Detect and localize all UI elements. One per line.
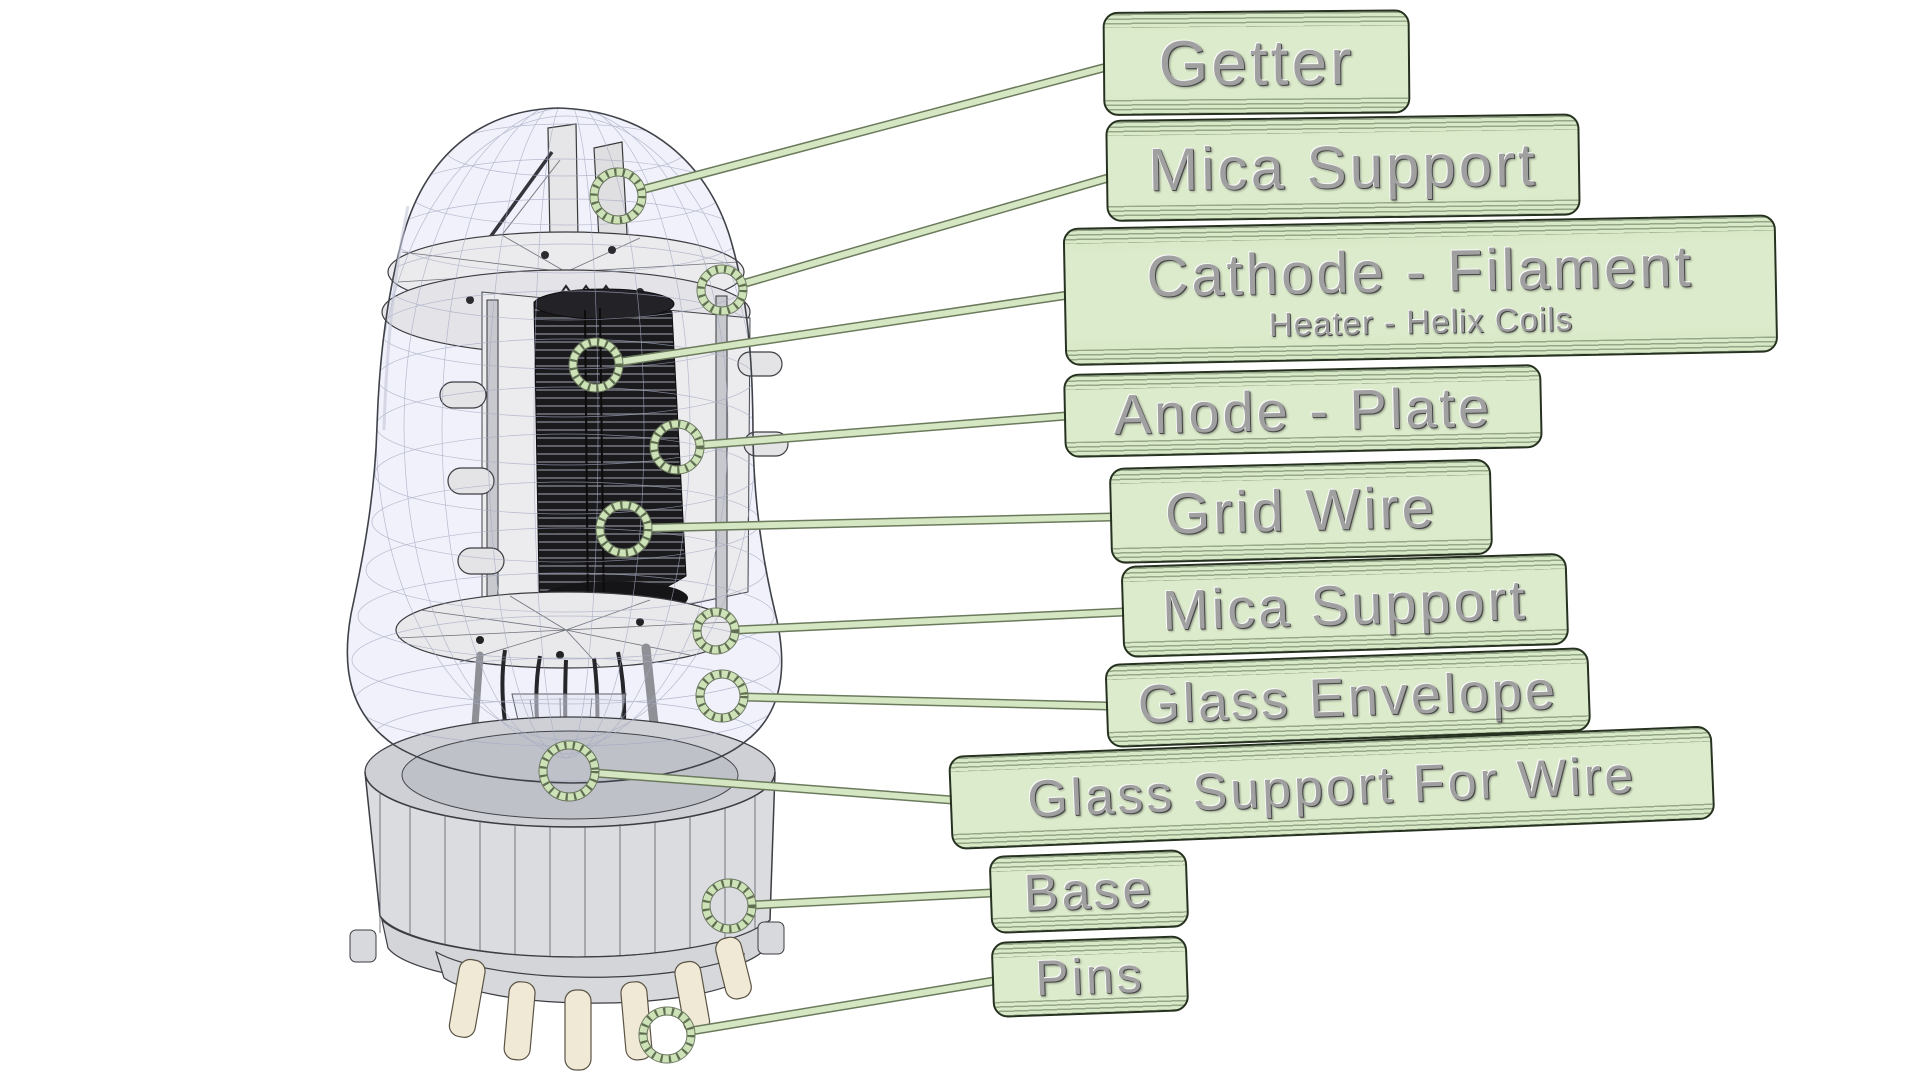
top-mica-drawing xyxy=(381,231,751,355)
marker-anode-plate xyxy=(649,419,705,475)
marker-mica-support-bottom xyxy=(692,607,740,655)
label-mica-support-top-text: Mica Support xyxy=(1147,130,1539,204)
part-markers xyxy=(538,167,757,1064)
leader-lines xyxy=(590,63,1129,1036)
grid-coil-drawing xyxy=(439,288,789,639)
label-anode-plate-text: Anode - Plate xyxy=(1113,375,1493,446)
label-pins-text: Pins xyxy=(1034,946,1146,1007)
marker-getter xyxy=(589,167,647,225)
leader-pins xyxy=(686,976,999,1036)
marker-grid-wire xyxy=(595,500,653,558)
label-glass-support-for-wire-text: Glass Support For Wire xyxy=(1026,746,1638,829)
marker-glass-envelope xyxy=(695,669,749,723)
leader-grid-wire xyxy=(643,512,1117,533)
label-getter-text: Getter xyxy=(1158,25,1355,100)
marker-glass-support-for-wire xyxy=(538,740,600,802)
label-base-text: Base xyxy=(1022,860,1156,923)
leader-mica-support-bottom xyxy=(730,607,1129,635)
marker-cathode-filament xyxy=(568,337,624,393)
label-mica-support-bottom-text: Mica Support xyxy=(1161,567,1529,642)
label-cathode-filament: Cathode - Filament Heater - Helix Coils xyxy=(1062,214,1779,366)
leader-cathode-filament xyxy=(614,290,1073,367)
leader-anode-plate xyxy=(695,411,1071,450)
leader-getter xyxy=(636,63,1108,195)
bottom-mica-drawing xyxy=(395,591,737,669)
leader-mica-support-top xyxy=(737,173,1113,289)
label-pins: Pins xyxy=(990,935,1190,1018)
marker-mica-support-top xyxy=(696,264,748,316)
marker-base xyxy=(701,878,757,934)
label-anode-plate: Anode - Plate xyxy=(1063,363,1543,458)
label-glass-envelope-text: Glass Envelope xyxy=(1136,660,1559,735)
label-mica-support-bottom: Mica Support xyxy=(1120,552,1570,658)
label-cathode-filament-text: Cathode - Filament xyxy=(1145,233,1695,309)
label-getter: Getter xyxy=(1102,9,1411,116)
leader-glass-envelope xyxy=(739,692,1113,711)
label-mica-support-top: Mica Support xyxy=(1105,113,1581,222)
leader-glass-support-for-wire xyxy=(590,768,957,805)
label-grid-wire: Grid Wire xyxy=(1108,458,1494,564)
label-base: Base xyxy=(988,849,1190,934)
leader-base xyxy=(747,888,996,910)
marker-pins xyxy=(638,1006,696,1064)
base-drawing xyxy=(349,716,785,1004)
label-cathode-filament-subtext: Heater - Helix Coils xyxy=(1268,299,1574,343)
label-grid-wire-text: Grid Wire xyxy=(1164,475,1438,547)
